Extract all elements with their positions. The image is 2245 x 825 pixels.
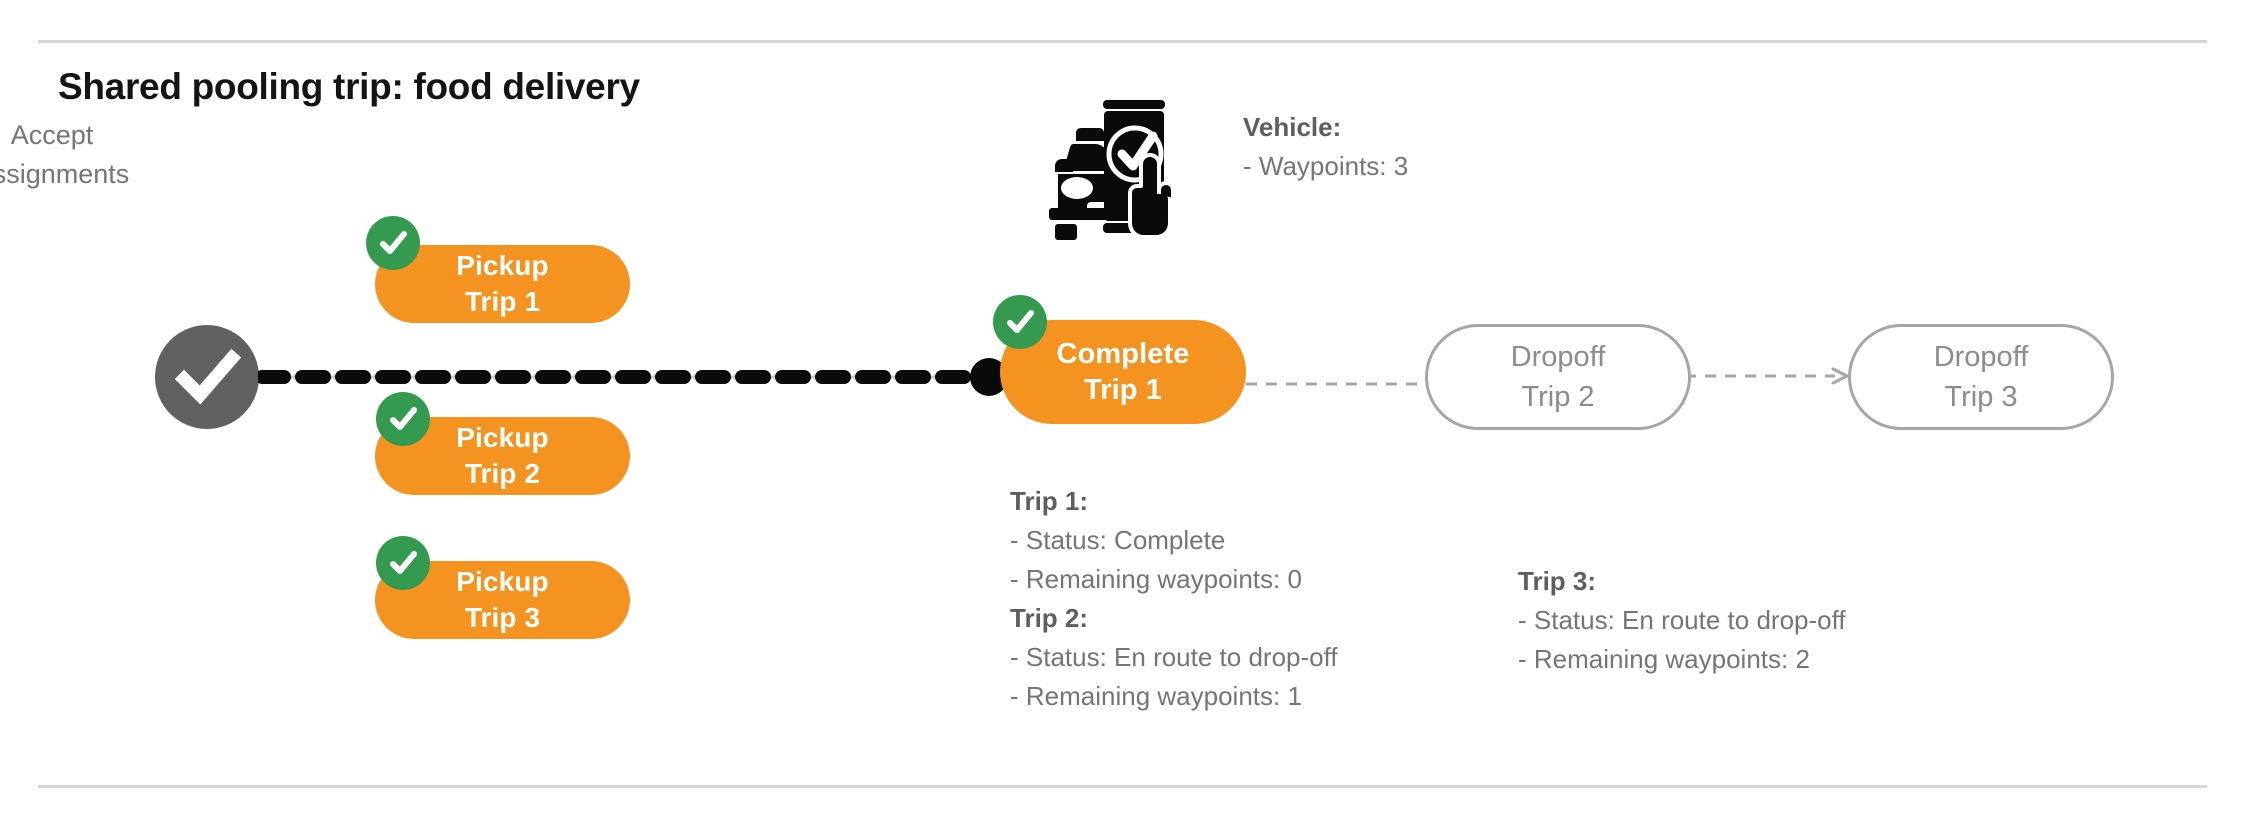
pill-dropoff-trip-2[interactable]: Dropoff Trip 2 <box>1425 324 1691 430</box>
pill-line2: Trip 2 <box>1521 381 1595 413</box>
trip-3-waypoints: - Remaining waypoints: 2 <box>1518 644 1810 674</box>
dropoff2-to-dropoff3-connector <box>1685 367 1853 385</box>
trip-2-waypoints: - Remaining waypoints: 1 <box>1010 681 1302 711</box>
chip-pickup-trip-2[interactable]: Pickup Trip 2 <box>375 417 630 495</box>
check-badge-icon <box>993 295 1047 349</box>
trip-2-status: - Status: En route to drop-off <box>1010 642 1338 672</box>
accept-label-line2: Assignments <box>0 159 130 189</box>
chip-line2: Trip 2 <box>464 458 541 489</box>
accept-label-line1: Accept <box>10 120 94 150</box>
car-phone-check-icon <box>1025 82 1183 240</box>
trip-1-heading: Trip 1: <box>1010 486 1089 516</box>
check-badge-icon <box>376 536 430 590</box>
complete-to-dropoff2-connector <box>1246 373 1428 386</box>
accept-assignments-label: Accept Assignments <box>0 116 164 194</box>
top-divider <box>38 40 2207 43</box>
chip-line2: Trip 1 <box>1084 374 1162 406</box>
chip-line2: Trip 3 <box>464 602 541 633</box>
chip-pickup-trip-1[interactable]: Pickup Trip 1 <box>375 245 630 323</box>
bottom-divider <box>38 785 2207 788</box>
chip-line1: Pickup <box>456 566 549 597</box>
pill-line1: Dropoff <box>1510 341 1606 373</box>
chip-line1: Pickup <box>456 422 549 453</box>
vehicle-waypoints: - Waypoints: 3 <box>1243 151 1409 181</box>
chip-line2: Trip 1 <box>464 286 541 317</box>
accept-to-complete-connector <box>255 369 1006 385</box>
trip-3-heading: Trip 3: <box>1518 566 1597 596</box>
pill-dropoff-trip-3[interactable]: Dropoff Trip 3 <box>1848 324 2114 430</box>
check-circle-icon <box>155 325 259 429</box>
vehicle-heading: Vehicle: <box>1243 112 1342 142</box>
trip-1-status: - Status: Complete <box>1010 525 1226 555</box>
trip-3-info-block: Trip 3: - Status: En route to drop-off -… <box>1518 562 1846 679</box>
trip-1-waypoints: - Remaining waypoints: 0 <box>1010 564 1302 594</box>
page-title: Shared pooling trip: food delivery <box>58 66 640 107</box>
pill-line1: Dropoff <box>1933 341 2029 373</box>
chip-line1: Pickup <box>456 250 549 281</box>
trip-3-status: - Status: En route to drop-off <box>1518 605 1846 635</box>
vehicle-info-block: Vehicle: - Waypoints: 3 <box>1243 108 1408 186</box>
check-badge-icon <box>366 216 420 270</box>
check-badge-icon <box>376 392 430 446</box>
chip-line1: Complete <box>1056 338 1190 370</box>
trip-2-heading: Trip 2: <box>1010 603 1089 633</box>
pill-line2: Trip 3 <box>1944 381 2018 413</box>
trip-1-2-info-block: Trip 1: - Status: Complete - Remaining w… <box>1010 482 1338 716</box>
accept-assignments-node[interactable] <box>155 325 259 429</box>
